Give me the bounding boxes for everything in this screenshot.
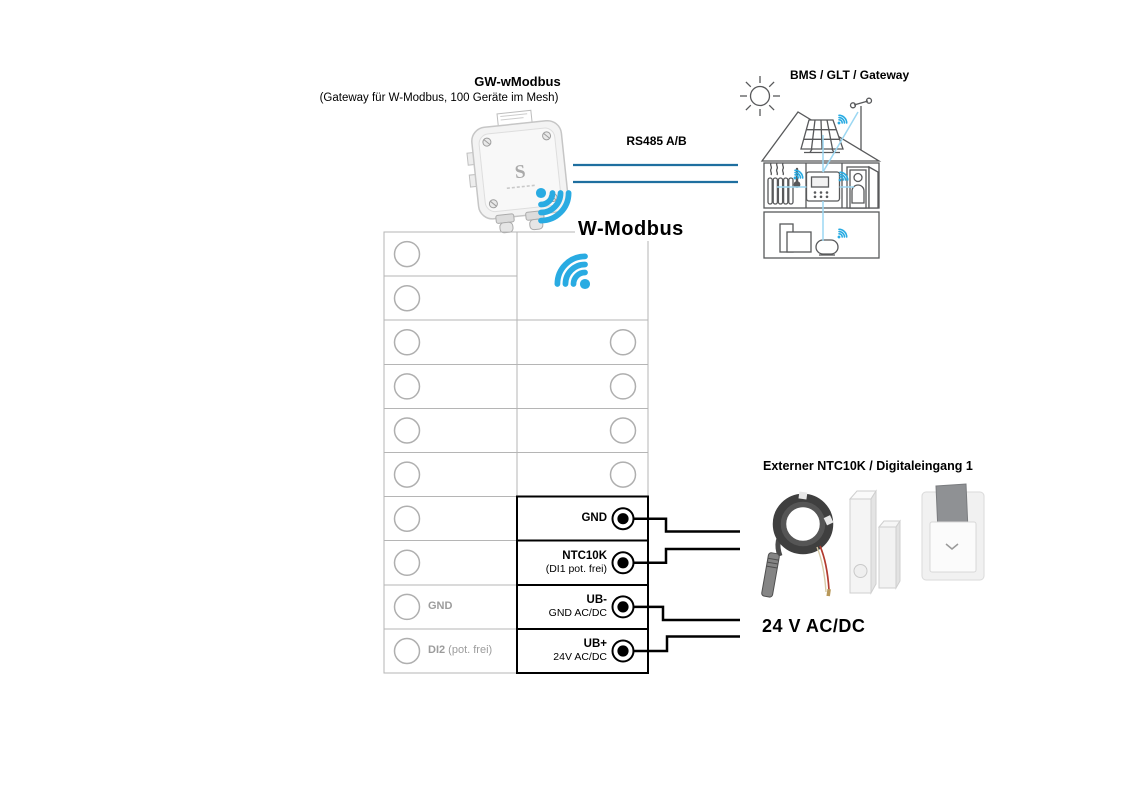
gateway-title: GW-wModbus [474, 74, 561, 89]
terminal-points [611, 507, 635, 663]
building-wifi-icon [789, 167, 806, 184]
terminal-wires [630, 517, 740, 653]
building-illustration [760, 97, 882, 259]
sun-icon [740, 76, 780, 116]
anemometer-icon [849, 97, 873, 150]
building-connection-lines [777, 111, 859, 241]
person-door-icon [846, 165, 879, 209]
solar-panel-icon [800, 119, 844, 154]
thermostat-icon [805, 171, 841, 202]
terminal-label-di2-muted: DI2 (pot. frei) [428, 644, 493, 656]
gateway-device-image: S [466, 109, 569, 234]
wmodbus-label: W-Modbus [575, 218, 687, 241]
rs485-lines [573, 163, 738, 184]
active-cell-label-ub-plus: UB+ 24V AC/DC [553, 638, 607, 663]
terminal-label-gnd-muted: GND [428, 600, 453, 612]
bms-glt-gateway-label: BMS / GLT / Gateway [790, 68, 910, 82]
device-logo: S [514, 161, 527, 183]
terminal-grid [383, 231, 649, 674]
radiator-icon [767, 162, 794, 205]
device-wifi-icon [524, 176, 575, 227]
power-label: 24 V AC/DC [762, 616, 866, 636]
active-cell-label-ub-minus: UB- GND AC/DC [548, 594, 607, 619]
sensor-pot-icon [815, 239, 839, 256]
boiler-boxes-icon [779, 223, 812, 253]
gateway-subtitle: (Gateway für W-Modbus, 100 Geräte im Mes… [319, 92, 559, 104]
door-contact-image [848, 489, 901, 595]
building-wifi-icon [833, 226, 850, 243]
table-wifi-icon [552, 251, 603, 302]
active-cell-label-ntc10k: NTC10K (DI1 pot. frei) [545, 550, 607, 575]
key-card-switch-image [921, 483, 985, 581]
building-wifi-icon [834, 169, 851, 186]
external-input-title: Externer NTC10K / Digitaleingang 1 [763, 459, 973, 473]
rs485-label: RS485 A/B [626, 134, 687, 148]
cable-gland [495, 210, 545, 234]
active-cell-label-gnd: GND [581, 512, 607, 524]
cable-sensor-image [761, 491, 834, 598]
building-wifi-icon [833, 112, 850, 129]
thermometer-icon [793, 167, 801, 188]
